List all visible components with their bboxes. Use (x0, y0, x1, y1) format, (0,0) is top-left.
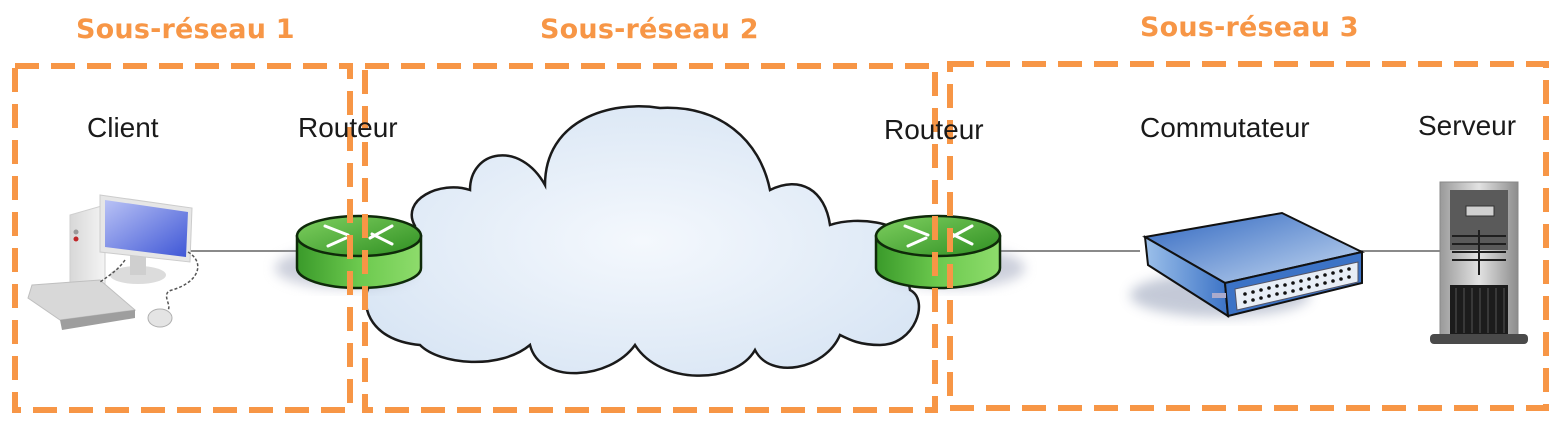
client-label: Client (87, 112, 159, 143)
desktop-computer-icon (27, 194, 199, 330)
network-cloud-icon (364, 105, 921, 377)
subnet-3-title: Sous-réseau 3 (1140, 12, 1359, 43)
subnet-1-boundary (12, 63, 353, 413)
subnet-1-title: Sous-réseau 1 (76, 14, 295, 45)
switch-label: Commutateur (1140, 112, 1310, 143)
network-switch-icon (1130, 211, 1365, 318)
server-label: Serveur (1418, 110, 1517, 141)
router-right-label: Routeur (884, 114, 984, 145)
router-left-icon (275, 214, 423, 290)
subnet-2-boundary (362, 63, 938, 413)
tower-server-icon (1430, 181, 1528, 344)
subnet-2-title: Sous-réseau 2 (540, 14, 759, 45)
router-left-label: Routeur (298, 112, 398, 143)
subnet-3-boundary (947, 61, 1549, 411)
